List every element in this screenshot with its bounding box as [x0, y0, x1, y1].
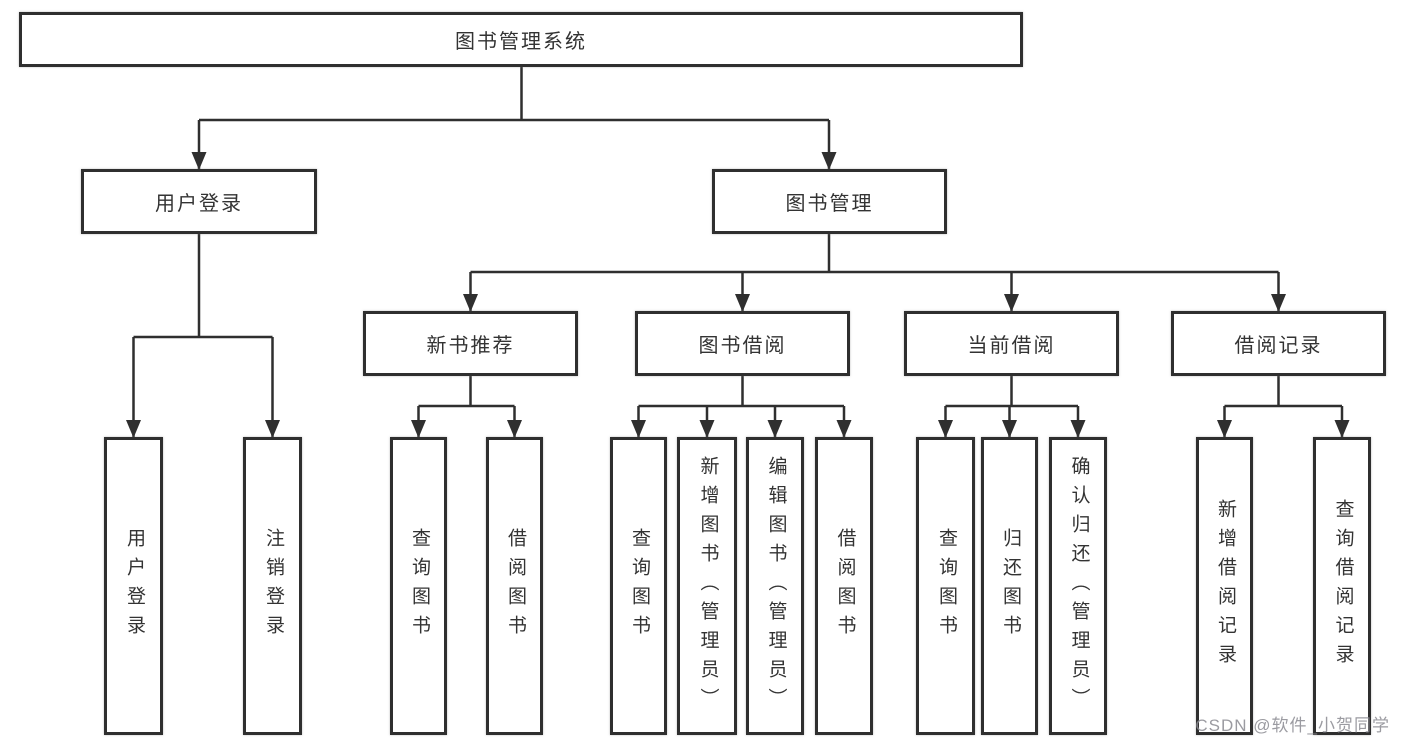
- leaf-label: 查询图书: [408, 528, 430, 644]
- connector-book-management-split: [470, 234, 1279, 274]
- node-label: 当前借阅: [967, 335, 1056, 357]
- leaf-label: 查询图书: [628, 528, 650, 644]
- connector-borrow-records-split: [1224, 376, 1342, 408]
- connector-user-login-split: [133, 234, 273, 339]
- leaf-label: 确认归还（管理员）: [1068, 455, 1090, 717]
- connector-root-stem: [199, 66, 829, 122]
- node-user-login: 用户登录: [81, 169, 317, 234]
- node-new-book-recommend: 新书推荐: [363, 311, 578, 376]
- node-book-management: 图书管理: [712, 169, 947, 234]
- node-label: 新书推荐: [426, 335, 515, 357]
- leaf-label: 借阅图书: [834, 528, 856, 644]
- node-book-borrow: 图书借阅: [635, 311, 850, 376]
- leaf-label: 归还图书: [999, 528, 1021, 644]
- leaf-edit-books-admin: 编辑图书（管理员）: [746, 437, 804, 735]
- connector-book-borrow-split: [638, 376, 844, 408]
- leaf-borrow-books: 借阅图书: [486, 437, 543, 735]
- leaf-label: 借阅图书: [504, 528, 526, 644]
- connector-new-book-split: [418, 376, 515, 408]
- leaf-query-books: 查询图书: [390, 437, 447, 735]
- node-borrow-records: 借阅记录: [1171, 311, 1386, 376]
- connector-current-borrow-split: [945, 376, 1078, 408]
- leaf-add-borrow-record: 新增借阅记录: [1196, 437, 1253, 735]
- leaf-logout: 注销登录: [243, 437, 302, 735]
- leaf-label: 用户登录: [123, 528, 145, 644]
- leaf-label: 查询借阅记录: [1332, 499, 1354, 673]
- node-label: 图书管理: [785, 193, 874, 215]
- leaf-label: 查询图书: [935, 528, 957, 644]
- leaf-label: 新增图书（管理员）: [697, 455, 719, 717]
- leaf-confirm-return-admin: 确认归还（管理员）: [1049, 437, 1107, 735]
- csdn-watermark: CSDN @软件_小贺同学: [1195, 716, 1390, 735]
- node-root-label: 图书管理系统: [455, 31, 587, 53]
- leaf-label: 注销登录: [262, 528, 284, 644]
- leaf-add-books-admin: 新增图书（管理员）: [677, 437, 737, 735]
- leaf-query-books: 查询图书: [610, 437, 667, 735]
- leaf-return-books: 归还图书: [981, 437, 1038, 735]
- leaf-label: 新增借阅记录: [1214, 499, 1236, 673]
- leaf-borrow-books: 借阅图书: [815, 437, 873, 735]
- node-root-system: 图书管理系统: [19, 12, 1023, 67]
- node-label: 图书借阅: [698, 335, 787, 357]
- node-label: 借阅记录: [1234, 335, 1323, 357]
- leaf-label: 编辑图书（管理员）: [765, 455, 787, 717]
- leaf-query-books: 查询图书: [916, 437, 975, 735]
- node-label: 用户登录: [155, 193, 243, 215]
- node-current-borrow: 当前借阅: [904, 311, 1119, 376]
- leaf-user-login: 用户登录: [104, 437, 163, 735]
- leaf-query-borrow-record: 查询借阅记录: [1313, 437, 1371, 735]
